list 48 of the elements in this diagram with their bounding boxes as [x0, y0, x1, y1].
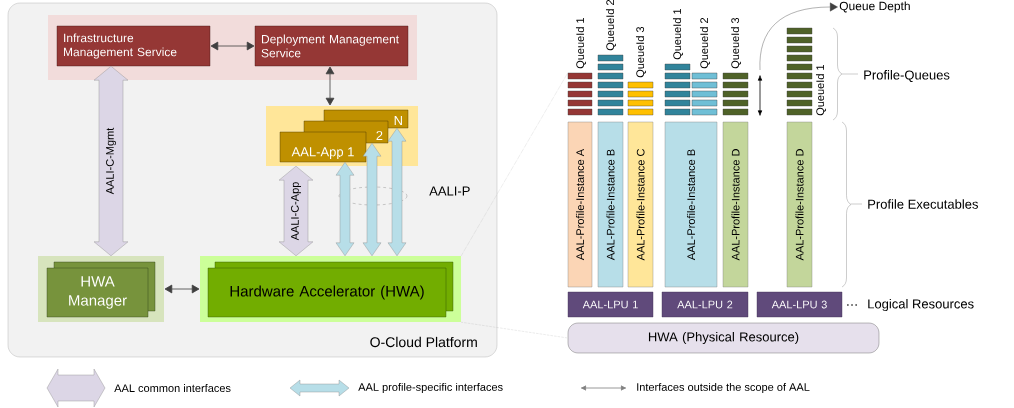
instance-box: AAL-Profile-Instance A [567, 121, 593, 288]
row-label: Logical Resources [868, 298, 974, 312]
queue-label: QueueId 2 [700, 18, 710, 69]
legend-text: AAL common interfaces [114, 383, 231, 393]
queue-stack [664, 63, 691, 116]
arrow [325, 66, 335, 106]
queue-stack [786, 27, 813, 116]
bracket-label: Profile Executables [868, 199, 978, 209]
lpu-box: AAL-LPU 2 [661, 291, 749, 318]
queue-label: QueueId 3 [636, 26, 646, 78]
ellipsis: … [847, 304, 857, 306]
interface-label: AALI-P [429, 186, 470, 196]
interface-arrow [335, 162, 355, 256]
interface-arrow [362, 143, 382, 256]
queue-label: QueueId 1 [816, 65, 826, 116]
queue-stack [691, 72, 718, 116]
queue-stack [597, 54, 624, 116]
interface-arrow [387, 128, 407, 256]
queue-stack [627, 81, 654, 116]
zoom-line [461, 322, 568, 339]
queue-label: QueueId 2 [606, 0, 616, 51]
queue-stack [722, 72, 749, 116]
arrow [164, 284, 200, 294]
legend-text: AAL profile-specific interfaces [358, 382, 503, 394]
queue-label: QueueId 1 [673, 9, 683, 60]
instance-box: AAL-Profile-Instance C [627, 121, 654, 288]
edge-label: AALI-C-App [290, 180, 302, 242]
app-card: AAL-App 1 [279, 131, 367, 163]
accelerator-box: Hardware Accelerator (HWA) [207, 261, 454, 318]
queue-stack [567, 72, 593, 116]
queue-label: QueueId 3 [731, 17, 741, 69]
bracket-label: Profile-Queues [864, 70, 950, 82]
edge-label: AALI-C-Mgmt [105, 126, 117, 196]
arrow [210, 41, 255, 51]
caption-text: Queue Depth [839, 1, 910, 13]
manager-box: HWA Manager [46, 261, 156, 318]
service-box: Deployment Management Service [254, 25, 409, 67]
lpu-box: AAL-LPU 3 [756, 291, 843, 318]
instance-box: AAL-Profile-Instance B [597, 121, 624, 288]
lpu-box: AAL-LPU 1 [567, 291, 654, 318]
instance-box: AAL-Profile-Instance D [786, 121, 813, 288]
service-box: Infrastructure Management Service [56, 25, 211, 67]
instance-box: AAL-Profile-Instance B [664, 121, 718, 288]
queue-label: QueueId 1 [576, 18, 586, 69]
legend-text: Interfaces outside the scope of AAL [637, 382, 810, 394]
resource-box: HWA (Physical Resource) [567, 322, 880, 354]
instance-box: AAL-Profile-Instance D [722, 121, 749, 288]
leader-line [759, 2, 838, 71]
